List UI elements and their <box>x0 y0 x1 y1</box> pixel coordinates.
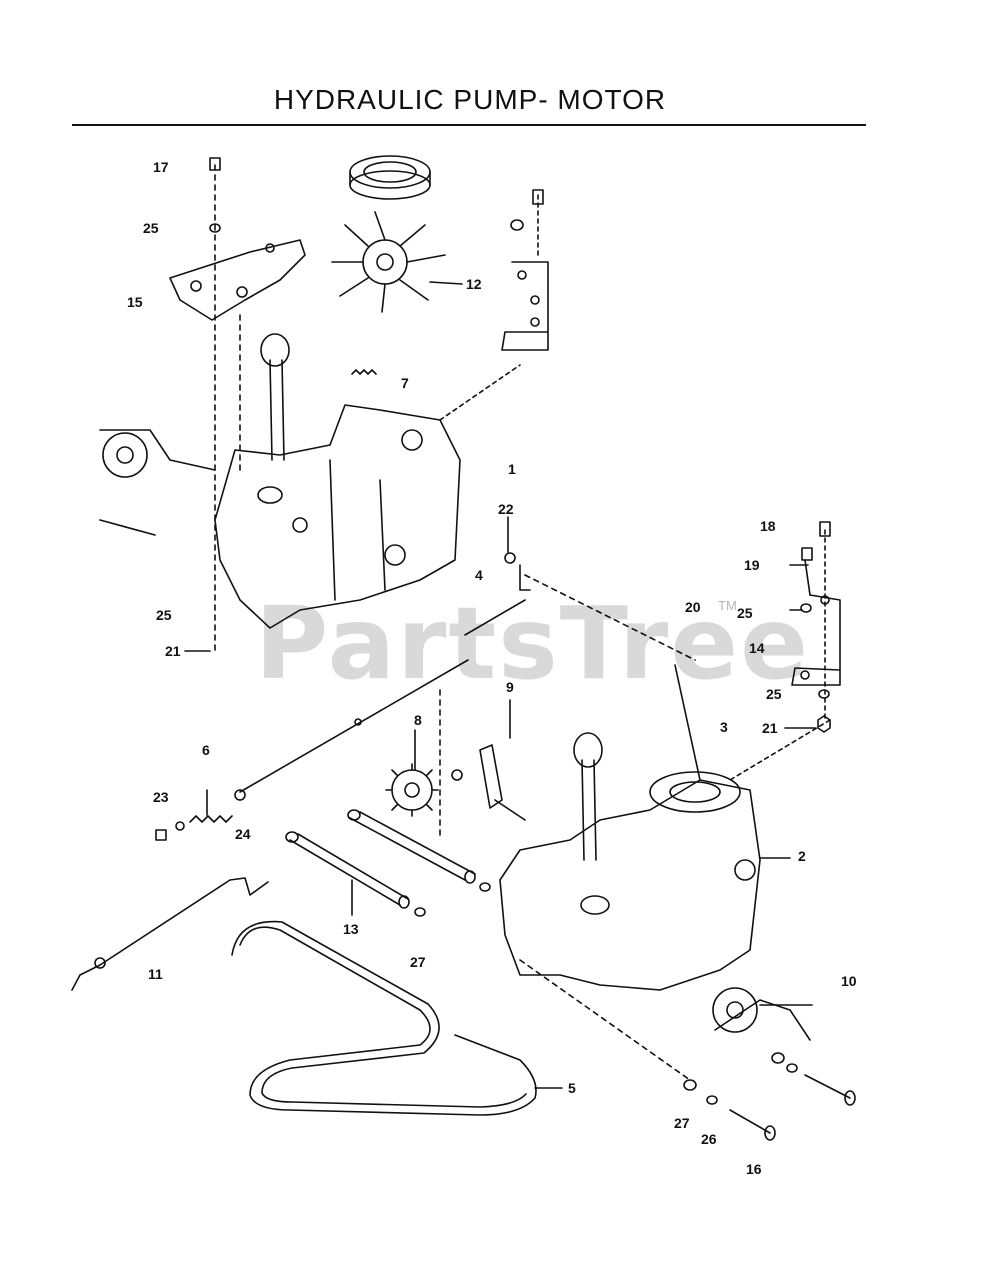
callout-10: 10 <box>841 973 857 989</box>
callout-25c: 25 <box>766 686 782 702</box>
callout-8: 8 <box>414 712 422 728</box>
callout-1: 1 <box>508 461 516 477</box>
bracket-upper-left <box>169 157 306 656</box>
rods-lower-left <box>285 809 491 917</box>
control-arm <box>451 744 526 821</box>
title-rule <box>72 124 866 126</box>
rod-washer <box>94 957 106 969</box>
callout-22: 22 <box>498 501 514 517</box>
callout-11: 11 <box>148 966 163 982</box>
callout-6: 6 <box>202 742 210 758</box>
bracket-right <box>791 521 841 733</box>
callout-19: 19 <box>744 557 760 573</box>
callout-17: 17 <box>153 159 169 175</box>
callout-2: 2 <box>798 848 806 864</box>
transmission-upper <box>99 333 521 629</box>
watermark-logo: PartsTree <box>255 585 810 702</box>
bolts-lower <box>683 1052 856 1141</box>
callout-7: 7 <box>401 375 409 391</box>
pulley-top <box>349 155 431 200</box>
callout-26: 26 <box>701 1131 717 1147</box>
page-title: HYDRAULIC PUMP- MOTOR <box>273 84 667 115</box>
callout-3: 3 <box>720 719 728 735</box>
callout-21: 21 <box>762 720 778 736</box>
callout-5: 5 <box>568 1080 576 1096</box>
callout-20: 20 <box>685 599 701 615</box>
callout-15: 15 <box>127 294 143 310</box>
callout-13: 13 <box>343 921 359 937</box>
callout-25: 25 <box>143 220 159 236</box>
callout-21b: 21 <box>165 643 181 659</box>
callout-24: 24 <box>235 826 251 842</box>
watermark-trademark: TM <box>718 598 737 613</box>
transmission-lower <box>499 664 831 1081</box>
callout-27b: 27 <box>674 1115 690 1131</box>
callout-18: 18 <box>760 518 776 534</box>
fan-upper <box>331 211 463 313</box>
callout-16: 16 <box>746 1161 762 1177</box>
callout-25b: 25 <box>737 605 753 621</box>
drive-belt <box>231 920 563 1116</box>
rods-shafts <box>155 552 696 841</box>
callout-4: 4 <box>475 567 483 583</box>
callout-27: 27 <box>410 954 426 970</box>
callout-23: 23 <box>153 789 169 805</box>
leader-lines <box>184 516 816 916</box>
spring-upper <box>351 369 377 375</box>
sprocket <box>385 763 439 817</box>
callout-12: 12 <box>466 276 482 292</box>
bracket-upper-right <box>501 189 549 351</box>
control-rod <box>71 877 269 991</box>
callout-14: 14 <box>749 640 765 656</box>
callout-9: 9 <box>506 679 514 695</box>
callout-25d: 25 <box>156 607 172 623</box>
